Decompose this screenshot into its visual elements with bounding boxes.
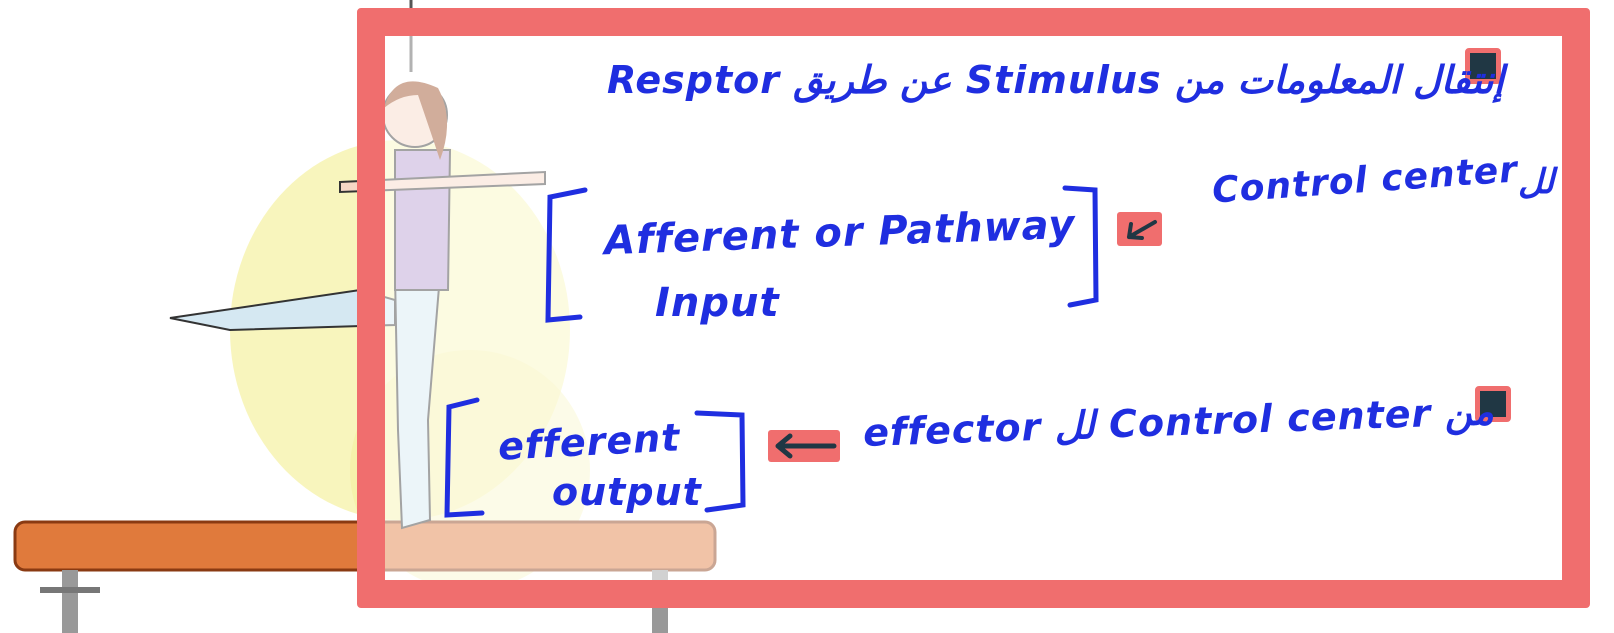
bracket-efferent [444, 397, 746, 518]
highlight-frame [357, 8, 1590, 608]
note-control-center-prefix: لل [1518, 162, 1555, 202]
arrow-efferent [768, 430, 840, 462]
bullet-2 [1475, 386, 1511, 422]
note-input: Input [655, 280, 780, 326]
bracket-afferent [545, 185, 1099, 323]
arrow-afferent [1117, 212, 1162, 246]
note-output: output [552, 470, 702, 514]
bullet-1 [1465, 48, 1501, 84]
beam-leg-left [62, 570, 78, 633]
note-transfer-info: إنتقال المعلومات من Stimulus عن طريق Res… [606, 58, 1504, 102]
